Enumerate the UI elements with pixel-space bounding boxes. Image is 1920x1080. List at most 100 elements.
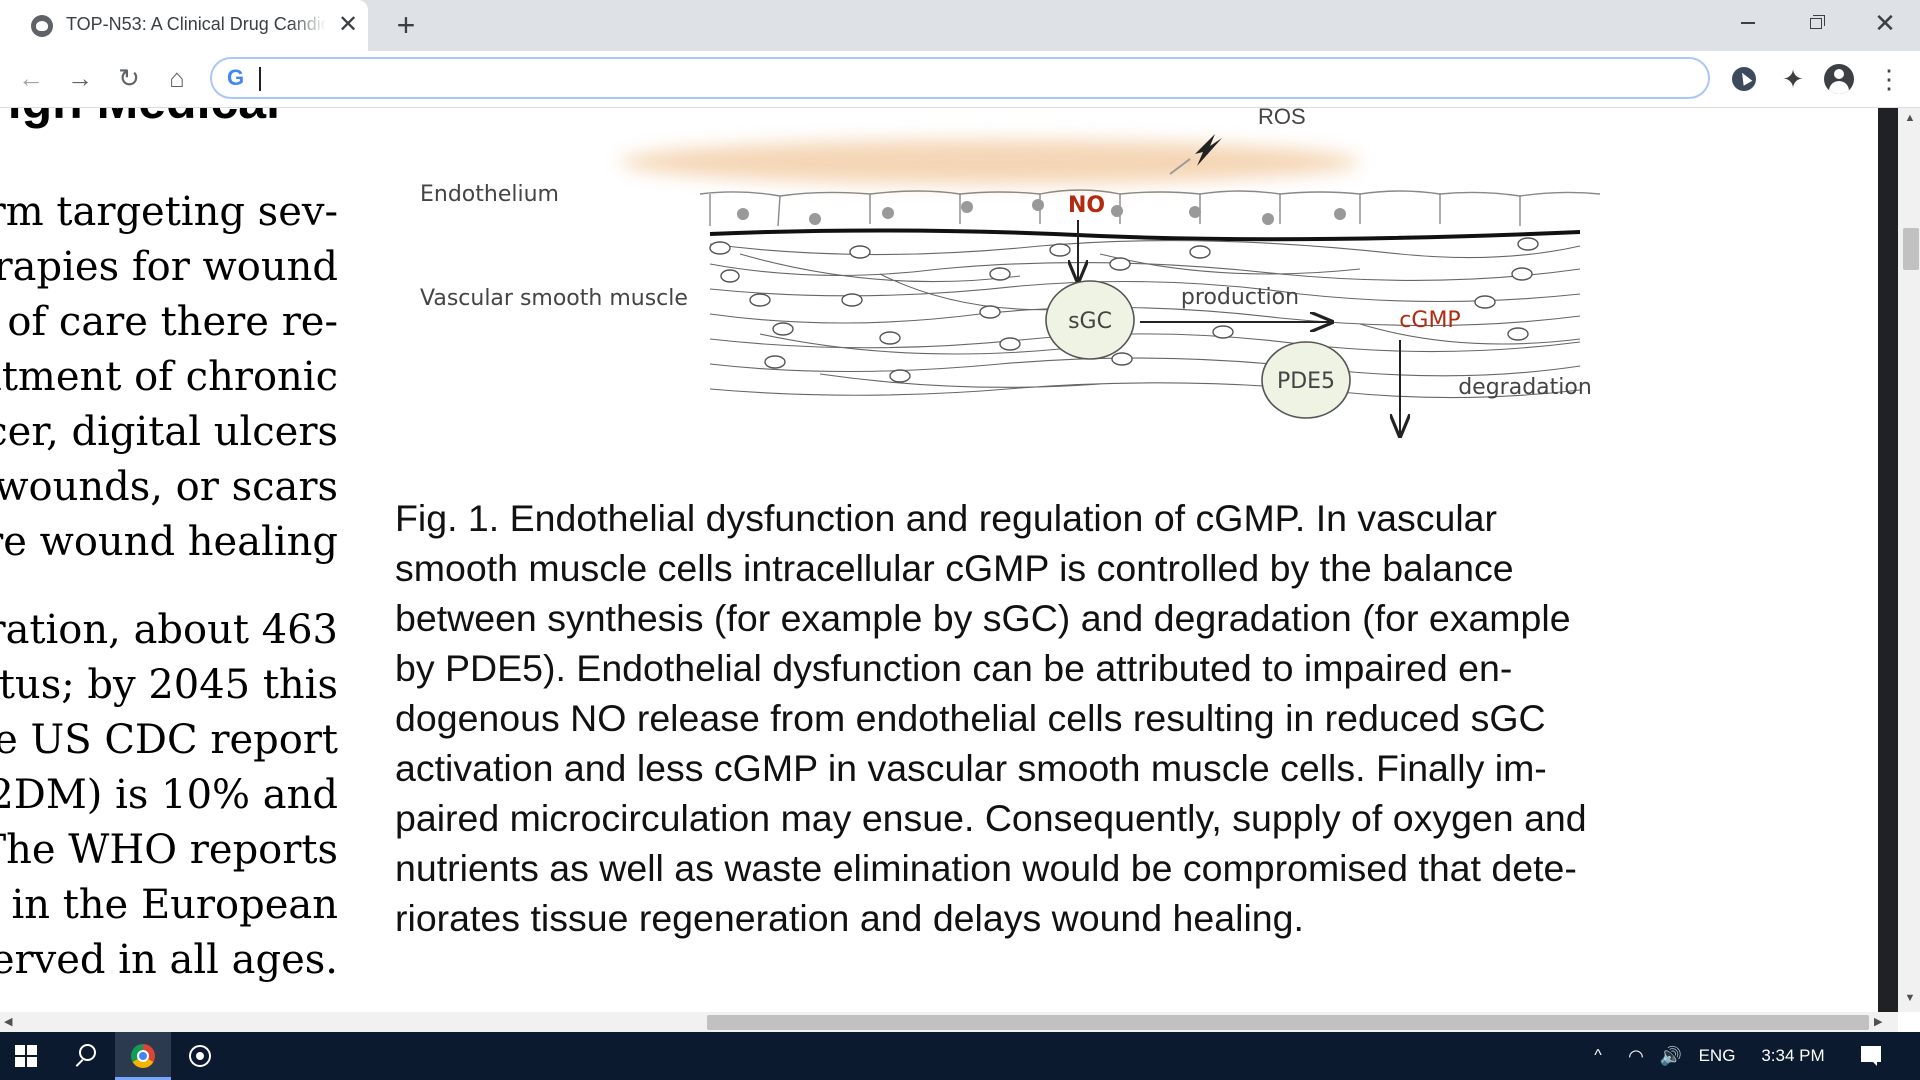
ros-label: ROS — [1258, 108, 1306, 129]
caption-line: riorates tissue regeneration and delays … — [395, 897, 1304, 939]
chrome-icon — [131, 1044, 155, 1068]
back-button[interactable]: ← — [18, 63, 44, 93]
taskbar-chrome-button[interactable] — [115, 1032, 171, 1080]
language-indicator[interactable]: ENG — [1698, 1046, 1736, 1065]
restore-icon-front — [1810, 18, 1822, 29]
ros-haze — [620, 140, 1360, 184]
left-text-line: eration, about 463 — [0, 607, 338, 653]
extensions-puzzle-icon[interactable]: ✦ — [1782, 64, 1804, 94]
windows-logo-pane — [27, 1057, 37, 1067]
left-text-line: atment of chronic — [0, 354, 338, 400]
scroll-down-arrow-icon[interactable]: ▼ — [1904, 992, 1916, 1004]
notification-bubble-tail — [1871, 1060, 1877, 1066]
search-icon — [79, 1044, 96, 1061]
windows-logo-pane — [15, 1057, 25, 1067]
browser-tab-active[interactable]: TOP-N53: A Clinical Drug Candid ✕ — [0, 0, 368, 51]
left-text-line: erved in all ages. — [0, 937, 338, 983]
search-icon-handle — [75, 1059, 84, 1067]
notification-bubble — [1861, 1046, 1881, 1062]
browser-menu-icon[interactable]: ⋮ — [1876, 64, 1902, 94]
google-g-icon: G — [227, 65, 245, 90]
endothelial-nuclei — [737, 199, 1346, 225]
restore-button[interactable] — [1793, 6, 1839, 40]
notification-center-icon[interactable] — [1858, 1044, 1884, 1068]
scroll-left-arrow-icon[interactable]: ◀ — [4, 1016, 13, 1028]
minimize-button[interactable] — [1724, 6, 1770, 40]
left-text-line: rapies for wound — [0, 244, 338, 290]
vertical-scrollbar[interactable]: ▲ ▼ — [1878, 108, 1920, 1012]
left-text-line: The WHO reports — [0, 827, 338, 873]
scrollbar-gutter — [1878, 108, 1898, 1012]
avatar-head — [1834, 69, 1844, 79]
caption-line: by PDE5). Endothelial dysfunction can be… — [395, 647, 1513, 689]
left-text-line: 2DM) is 10% and — [0, 772, 338, 818]
window-close-button[interactable]: ✕ — [1874, 8, 1896, 38]
tab-title: TOP-N53: A Clinical Drug Candid — [66, 14, 326, 34]
horizontal-scrollbar[interactable]: ◀ ▶ — [0, 1012, 1898, 1032]
ros-lightning-icon — [1169, 134, 1222, 175]
forward-button[interactable]: → — [67, 63, 93, 93]
sgc-label: sGC — [1068, 309, 1112, 334]
tray-overflow-chevron-icon[interactable]: ^ — [1594, 1047, 1602, 1064]
wifi-icon[interactable]: ◠ — [1628, 1046, 1644, 1066]
home-button[interactable]: ⌂ — [169, 63, 185, 93]
left-text-line: wounds, or scars — [0, 464, 338, 510]
taskbar-app-button[interactable] — [172, 1032, 228, 1080]
basement-membrane — [709, 228, 1581, 242]
vascular-smooth-muscle-label: Vascular smooth muscle — [420, 286, 688, 311]
caption-line: between synthesis (for example by sGC) a… — [395, 597, 1571, 639]
tab-title-fade — [290, 10, 326, 40]
smooth-muscle-nuclei — [709, 237, 1539, 383]
reload-button[interactable]: ↻ — [118, 63, 140, 93]
endothelial-cell-layer — [699, 189, 1601, 227]
browser-toolbar: ← → ↻ ⌂ G ✦ ⋮ — [0, 51, 1920, 108]
new-tab-button[interactable]: + — [396, 7, 416, 43]
scroll-right-arrow-icon[interactable]: ▶ — [1874, 1016, 1883, 1028]
taskbar-search-button[interactable] — [58, 1032, 112, 1080]
windows-taskbar: ^ ◠ 🔊 ENG 3:34 PM — [0, 1032, 1920, 1080]
left-text-line: he US CDC report — [0, 717, 338, 763]
vertical-scroll-thumb[interactable] — [1903, 228, 1919, 270]
cgmp-label: cGMP — [1399, 308, 1460, 333]
windows-logo-pane — [27, 1045, 37, 1055]
horizontal-scroll-thumb[interactable] — [707, 1015, 1869, 1030]
profile-avatar-icon[interactable] — [1824, 64, 1854, 94]
tab-close-icon[interactable]: ✕ — [337, 11, 359, 38]
caption-line: smooth muscle cells intracellular cGMP i… — [395, 547, 1514, 589]
windows-logo-pane — [15, 1045, 25, 1055]
tab-strip: TOP-N53: A Clinical Drug Candid ✕ + ✕ — [0, 0, 1920, 51]
text-caret — [259, 67, 261, 91]
taskbar-clock[interactable]: 3:34 PM — [1761, 1046, 1825, 1065]
left-text-line: rm targeting sev- — [0, 189, 338, 235]
caption-line: dogenous NO release from endothelial cel… — [395, 697, 1546, 739]
paragraph-gap — [0, 570, 338, 603]
left-column-text: rm targeting sev- rapies for wound of ca… — [0, 185, 338, 988]
left-text-line: tus; by 2045 this — [0, 662, 338, 708]
cursor-extension-icon[interactable] — [1732, 67, 1756, 91]
no-label: NO — [1068, 193, 1105, 218]
scroll-up-arrow-icon[interactable]: ▲ — [1904, 112, 1916, 124]
globe-icon — [31, 15, 53, 37]
page-content: igh Medical rm targeting sev- rapies for… — [0, 108, 1878, 1012]
left-text-line: in the European — [11, 882, 338, 928]
caption-line: nutrients as well as waste elimination w… — [395, 847, 1577, 889]
caption-line: paired microcirculation may ensue. Conse… — [395, 797, 1587, 839]
disc-app-icon — [189, 1045, 211, 1067]
endothelium-label: Endothelium — [420, 182, 559, 207]
sgc-enzyme — [1045, 280, 1135, 360]
volume-icon[interactable]: 🔊 — [1659, 1046, 1683, 1066]
caption-line: Fig. 1. Endothelial dysfunction and regu… — [395, 497, 1498, 539]
left-text-line: re wound healing — [0, 519, 338, 565]
endothelial-dysfunction-figure: ROS Endothelium Vascular smooth muscle — [420, 108, 1601, 464]
pde5-label: PDE5 — [1277, 369, 1335, 394]
left-text-line: cer, digital ulcers — [0, 409, 338, 455]
pde5-enzyme — [1261, 341, 1351, 419]
address-bar[interactable]: G — [210, 57, 1710, 99]
figure-caption: Fig. 1. Endothelial dysfunction and regu… — [395, 493, 1695, 943]
production-label: production — [1181, 285, 1299, 310]
avatar-body — [1829, 81, 1849, 94]
start-button[interactable] — [0, 1032, 54, 1080]
caption-line: activation and less cGMP in vascular smo… — [395, 747, 1547, 789]
left-text-line: of care there re- — [7, 299, 338, 345]
degradation-label: degradation — [1458, 375, 1592, 400]
